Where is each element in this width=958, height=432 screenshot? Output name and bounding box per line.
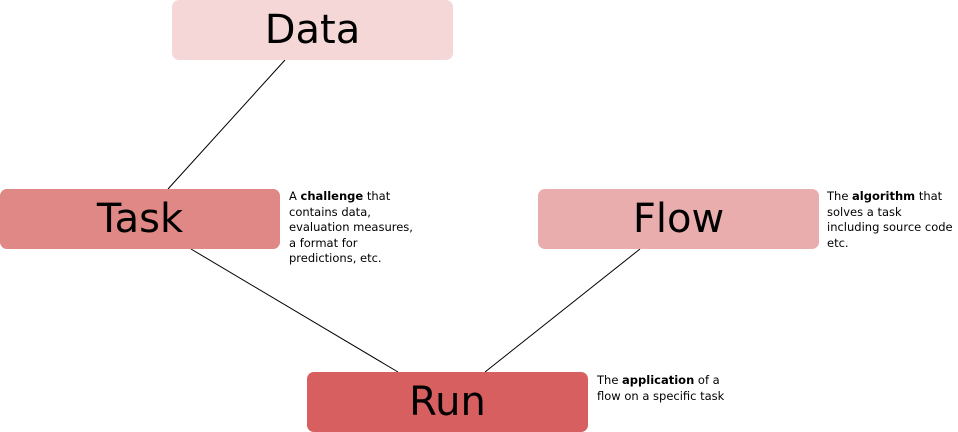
- flow-desc-bold: algorithm: [852, 189, 916, 203]
- run-description: The application of a flow on a specific …: [597, 373, 724, 404]
- flow-desc-line: solves a task: [827, 204, 902, 219]
- task-desc-line: evaluation measures,: [289, 220, 413, 234]
- node-run: Run: [307, 372, 588, 432]
- flow-description: The algorithm that solves a task includi…: [827, 189, 953, 251]
- edge-data-task: [167, 59, 286, 190]
- run-desc-line: flow on a specific task: [597, 388, 725, 403]
- node-data: Data: [172, 0, 453, 60]
- task-desc-pre: A: [289, 189, 301, 203]
- node-data-label: Data: [264, 7, 361, 53]
- node-flow-label: Flow: [632, 196, 725, 242]
- task-desc-bold: challenge: [300, 189, 364, 203]
- node-run-label: Run: [409, 379, 486, 425]
- node-flow: Flow: [538, 189, 819, 249]
- task-desc-line: that: [363, 189, 391, 203]
- node-task: Task: [0, 189, 280, 249]
- flow-desc-line: that: [915, 189, 943, 203]
- node-task-label: Task: [96, 196, 184, 242]
- flow-desc-line: including source code: [827, 220, 953, 234]
- task-description: A challenge that contains data, evaluati…: [289, 189, 413, 267]
- run-desc-bold: application: [622, 373, 695, 387]
- task-desc-line: contains data,: [289, 204, 371, 219]
- edge-flow-run: [484, 248, 641, 373]
- flow-desc-pre: The: [827, 189, 853, 203]
- task-desc-line: predictions, etc.: [289, 251, 382, 265]
- edge-task-run: [190, 248, 399, 373]
- task-desc-line: a format for: [289, 235, 358, 250]
- run-desc-pre: The: [597, 373, 623, 387]
- flow-desc-line: etc.: [827, 235, 849, 250]
- run-desc-line: of a: [694, 373, 720, 387]
